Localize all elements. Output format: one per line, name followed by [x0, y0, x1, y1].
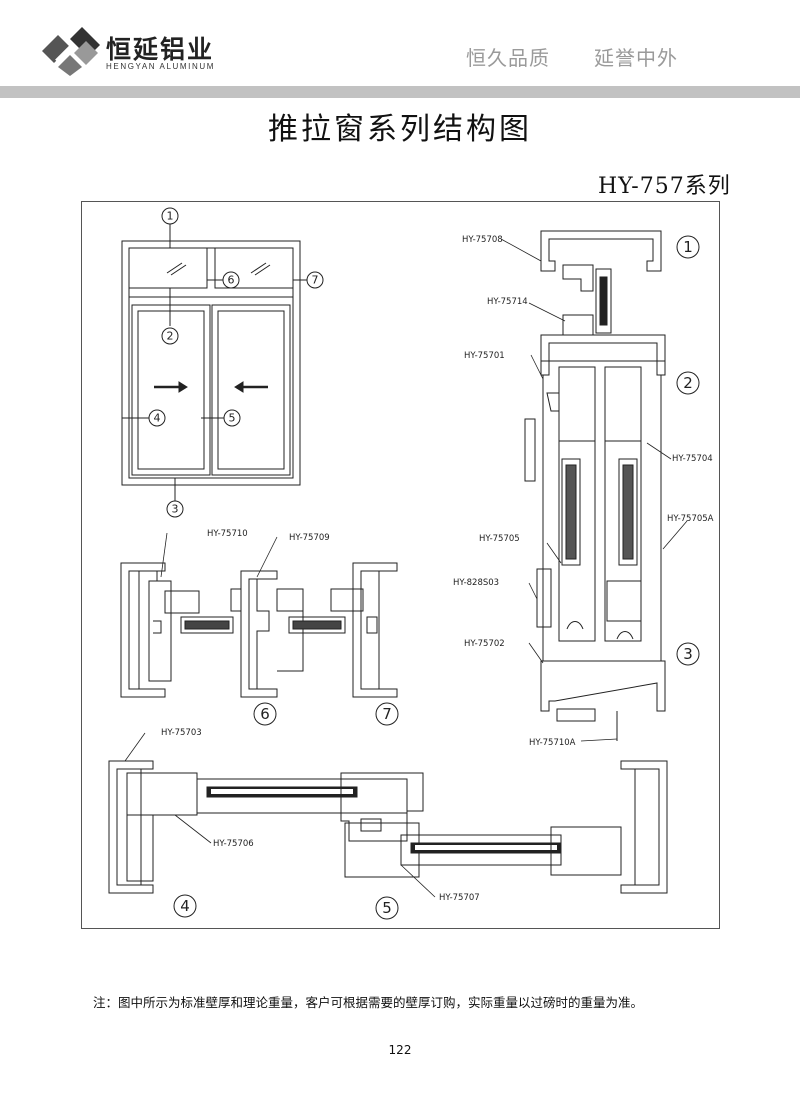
callout-5-section: 5 — [382, 899, 392, 917]
slogan-quality: 恒久品质 — [466, 46, 550, 70]
page-number: 122 — [388, 1043, 412, 1057]
page-title: 推拉窗系列结构图 — [268, 112, 532, 147]
part-label-hy-75708: HY-75708 — [462, 235, 503, 245]
part-label-hy-75710: HY-75710 — [207, 529, 248, 539]
callout-7-section: 7 — [382, 705, 392, 723]
slogan-reputation: 延誉中外 — [594, 46, 678, 70]
callout-5-elevation: 5 — [229, 412, 236, 425]
series-label: HY-757系列 — [598, 174, 731, 199]
drawing-frame — [81, 201, 720, 929]
part-label-hy-75705a: HY-75705A — [667, 514, 714, 524]
callout-3-elevation: 3 — [172, 503, 179, 516]
part-leaders — [124, 238, 688, 898]
callout-2-section: 2 — [683, 374, 693, 392]
part-label-hy-75701: HY-75701 — [464, 351, 505, 361]
section-6-7 — [120, 562, 398, 698]
page-header: 恒延铝业 HENGYAN ALUMINUM 恒久品质 延誉中外 — [0, 0, 800, 85]
part-label-hy-75706: HY-75706 — [213, 839, 254, 849]
vertical-section — [524, 230, 666, 741]
callout-3-section: 3 — [683, 645, 693, 663]
company-logo — [42, 27, 100, 76]
brand-name-english: HENGYAN ALUMINUM — [106, 62, 216, 71]
callout-6-elevation: 6 — [228, 274, 235, 287]
callout-4-section: 4 — [180, 897, 190, 915]
part-label-hy-75714: HY-75714 — [487, 297, 528, 307]
callout-circles — [148, 207, 700, 920]
callout-4-elevation: 4 — [154, 412, 161, 425]
callout-1-elevation: 1 — [167, 210, 174, 223]
callout-7-elevation: 7 — [312, 274, 319, 287]
part-label-hy-75709: HY-75709 — [289, 533, 330, 543]
part-label-hy-75704: HY-75704 — [672, 454, 713, 464]
part-label-hy-75710a: HY-75710A — [529, 738, 576, 748]
callout-2-elevation: 2 — [167, 330, 174, 343]
part-label-hy-75707: HY-75707 — [439, 893, 480, 903]
part-label-hy-828s03: HY-828S03 — [453, 578, 499, 588]
window-elevation — [121, 224, 307, 501]
part-label-hy-75703: HY-75703 — [161, 728, 202, 738]
weight-note: 注：图中所示为标准壁厚和理论重量，客户可根据需要的壁厚订购，实际重量以过磅时的重… — [93, 995, 644, 1010]
header-divider-bar — [0, 86, 800, 98]
section-4-5 — [108, 760, 668, 894]
callout-6-section: 6 — [260, 705, 270, 723]
part-label-hy-75705: HY-75705 — [479, 534, 520, 544]
callout-1-section: 1 — [683, 238, 693, 256]
structure-drawing: 1 2 3 4 5 6 7 1 2 3 6 7 4 5 HY-75708 HY-… — [108, 207, 714, 920]
brand-name: 恒延铝业 — [106, 35, 215, 64]
part-label-hy-75702: HY-75702 — [464, 639, 505, 649]
